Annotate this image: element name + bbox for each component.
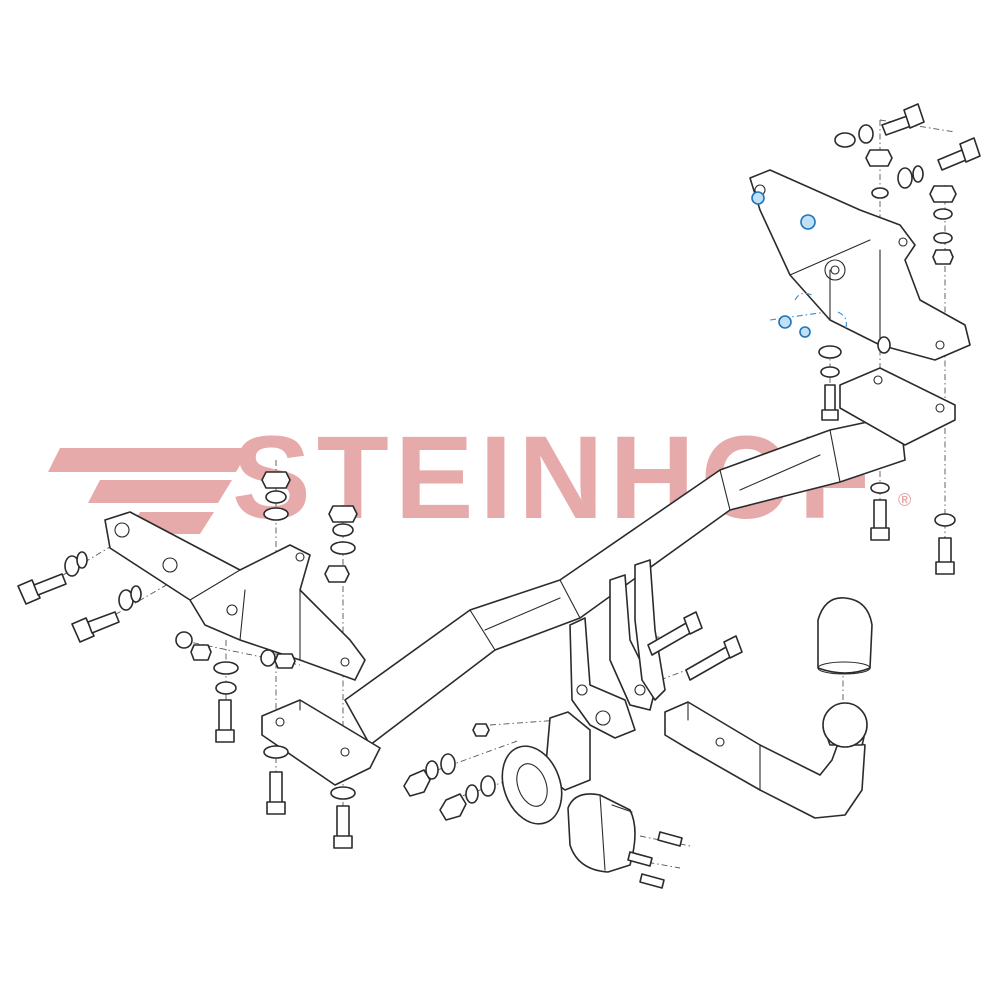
mounting-bracket-left-icon xyxy=(104,511,366,681)
washer-icon xyxy=(480,775,496,797)
nut-icon xyxy=(274,653,296,669)
washer-icon xyxy=(263,745,289,759)
ball-cover-cap-icon xyxy=(817,597,873,675)
bolt-icon xyxy=(215,699,235,743)
highlight-nut-icon xyxy=(751,191,765,205)
bolt-icon xyxy=(935,537,955,575)
washer-icon xyxy=(834,132,856,148)
nuts xyxy=(190,149,957,821)
washer-icon xyxy=(933,208,953,220)
hitch-mount-plates-icon xyxy=(569,559,666,739)
bolt-icon xyxy=(937,137,981,171)
bolt-icon xyxy=(821,384,839,421)
washer-icon xyxy=(934,513,956,527)
nut-icon xyxy=(472,723,490,737)
washer-icon xyxy=(213,661,239,675)
nut-icon xyxy=(439,793,467,821)
highlight-nut-icon xyxy=(800,214,816,230)
bolt-icon xyxy=(17,573,67,605)
washer-icon xyxy=(870,482,890,494)
washer-icon xyxy=(260,649,276,667)
highlight-nut-icon xyxy=(778,315,792,329)
washer-icon xyxy=(897,167,913,189)
nut-icon xyxy=(190,644,212,661)
socket-plate-icon xyxy=(501,711,591,825)
washer-icon xyxy=(76,551,88,569)
washer-icon xyxy=(332,523,354,537)
watermark-swoosh-icon xyxy=(48,448,250,534)
washer-icon xyxy=(425,760,439,780)
washer-icon xyxy=(858,124,874,144)
washer-icon xyxy=(912,165,924,183)
bolt-icon xyxy=(71,611,120,643)
washer-icon xyxy=(933,232,953,244)
nut-icon xyxy=(403,769,431,797)
washer-icon xyxy=(265,490,287,504)
washer-icon xyxy=(440,753,456,775)
highlighted-fasteners xyxy=(751,191,847,338)
bolt-icon xyxy=(647,611,703,656)
washer-icon xyxy=(175,631,193,649)
bolt-icon xyxy=(870,499,890,541)
washer-icon xyxy=(215,681,237,695)
bolt-icon xyxy=(881,103,925,136)
nut-icon xyxy=(261,471,291,489)
washer-icon xyxy=(330,541,356,555)
washers xyxy=(64,124,956,804)
nut-icon xyxy=(324,565,350,583)
washer-icon xyxy=(818,345,842,359)
watermark-registered-mark: ® xyxy=(898,490,911,510)
washer-icon xyxy=(130,585,142,603)
tow-ball-icon xyxy=(664,701,868,819)
washer-icon xyxy=(330,786,356,800)
nut-icon xyxy=(328,505,358,523)
electrical-socket-icon xyxy=(567,793,636,873)
washer-icon xyxy=(871,187,889,199)
bolt-icon xyxy=(266,771,286,815)
nut-icon xyxy=(932,249,954,265)
nut-icon xyxy=(865,149,893,167)
bolt-icon xyxy=(685,635,743,681)
washer-icon xyxy=(877,336,891,354)
screw-icon xyxy=(627,831,683,889)
highlight-nut-icon xyxy=(799,326,811,338)
bolts xyxy=(17,103,981,889)
washer-icon xyxy=(465,784,479,804)
washer-icon xyxy=(820,366,840,378)
washer-icon xyxy=(263,507,289,521)
bolt-icon xyxy=(333,805,353,849)
nut-icon xyxy=(929,185,957,203)
